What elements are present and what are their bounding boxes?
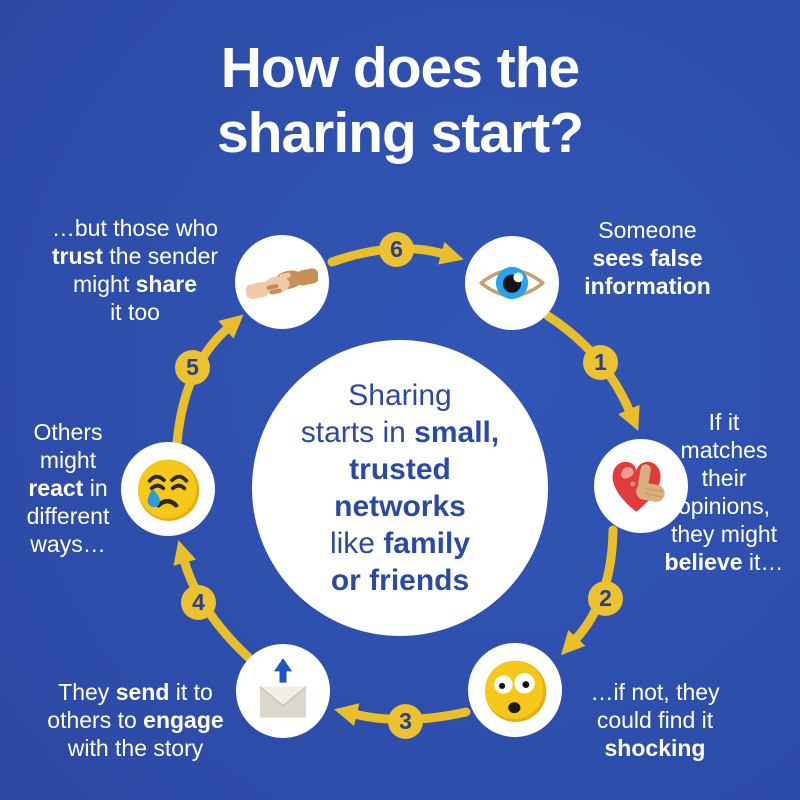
page-title-line-2: sharing start? bbox=[216, 101, 584, 165]
step-badge-1: 1 bbox=[583, 345, 618, 380]
step-badge-6: 6 bbox=[379, 232, 414, 267]
crying-face-icon bbox=[138, 459, 200, 521]
heart-thumbs-up-icon bbox=[612, 461, 665, 512]
step-badge-3: 3 bbox=[388, 704, 423, 739]
step-badge-4: 4 bbox=[181, 585, 216, 620]
page-title-line-1: How does the bbox=[220, 36, 581, 100]
node-believe bbox=[594, 439, 688, 533]
step-badge-5: 5 bbox=[175, 350, 210, 385]
node-sees-false bbox=[465, 236, 559, 330]
node-shocking bbox=[468, 643, 562, 737]
node-send bbox=[236, 644, 330, 738]
shocked-face-icon bbox=[485, 660, 547, 722]
node-share bbox=[235, 235, 329, 329]
page-title: How does the sharing start? bbox=[0, 36, 800, 166]
step-badge-2: 2 bbox=[588, 581, 623, 616]
arrow-step-5 bbox=[172, 314, 244, 448]
node-react bbox=[121, 442, 215, 536]
handshake-icon bbox=[246, 268, 318, 300]
send-envelope-icon bbox=[259, 658, 307, 718]
eye-icon bbox=[479, 266, 545, 300]
